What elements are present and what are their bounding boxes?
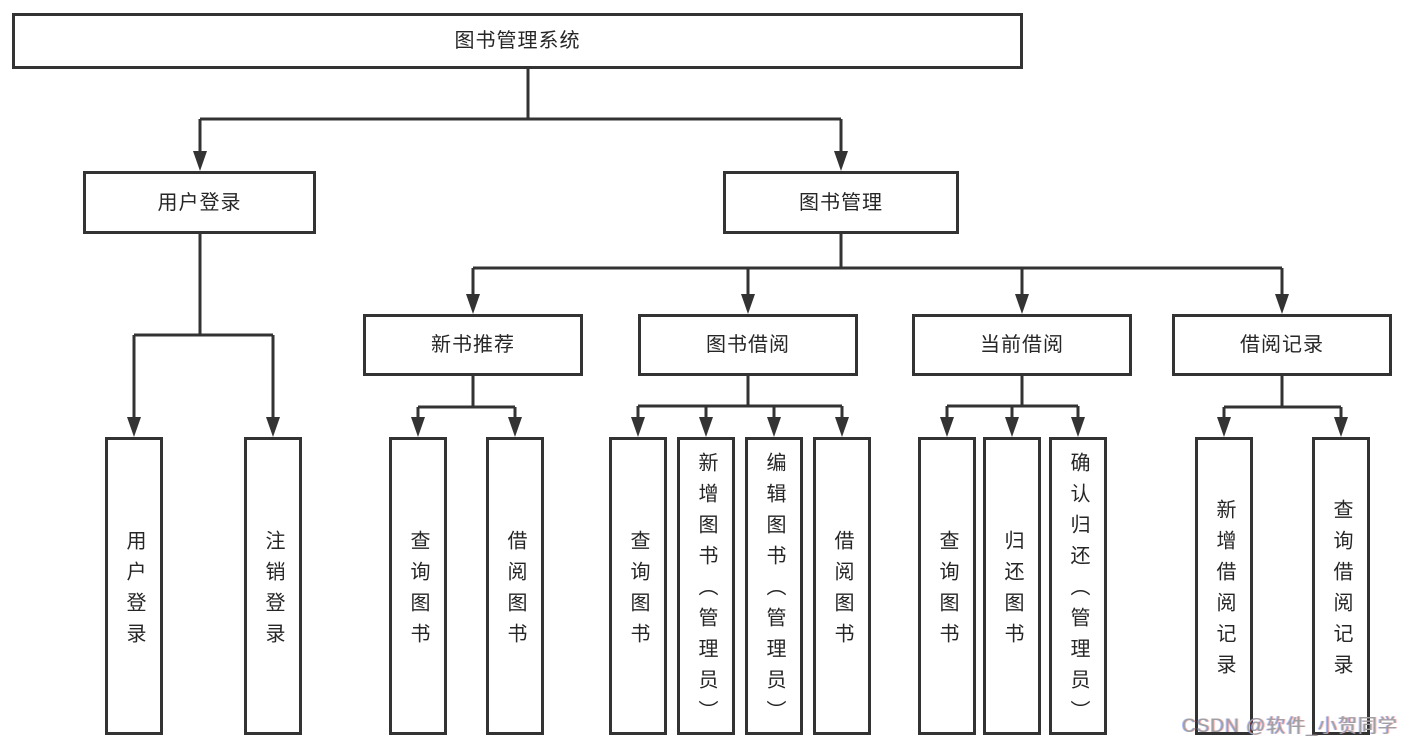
leaf-borrowing-edit-books-admin: 编辑图书（管理员） <box>745 437 803 735</box>
leaf-borrowing-query-books: 查询图书 <box>609 437 667 735</box>
leaf-current-confirm-return-admin: 确认归还（管理员） <box>1049 437 1107 735</box>
leaf-records-query-record: 查询借阅记录 <box>1312 437 1370 735</box>
leaf-recommend-borrow-books: 借阅图书 <box>486 437 544 735</box>
leaf-user-login: 用户登录 <box>105 437 163 735</box>
leaf-borrowing-borrow-books: 借阅图书 <box>813 437 871 735</box>
node-new-book-recommend: 新书推荐 <box>363 314 583 376</box>
node-library-system: 图书管理系统 <box>12 13 1023 69</box>
node-current-borrowing: 当前借阅 <box>912 314 1132 376</box>
connector-stems <box>132 69 1343 419</box>
leaf-recommend-query-books: 查询图书 <box>389 437 447 735</box>
node-book-management: 图书管理 <box>723 171 959 234</box>
node-book-borrowing: 图书借阅 <box>638 314 858 376</box>
connector-arrowheads <box>127 151 1348 437</box>
leaf-logout: 注销登录 <box>244 437 302 735</box>
leaf-records-add-record: 新增借阅记录 <box>1195 437 1253 735</box>
leaf-borrowing-add-books-admin: 新增图书（管理员） <box>677 437 735 735</box>
leaf-current-return-books: 归还图书 <box>983 437 1041 735</box>
node-user-login: 用户登录 <box>83 171 316 234</box>
node-borrowing-records: 借阅记录 <box>1172 314 1392 376</box>
leaf-current-query-books: 查询图书 <box>918 437 976 735</box>
